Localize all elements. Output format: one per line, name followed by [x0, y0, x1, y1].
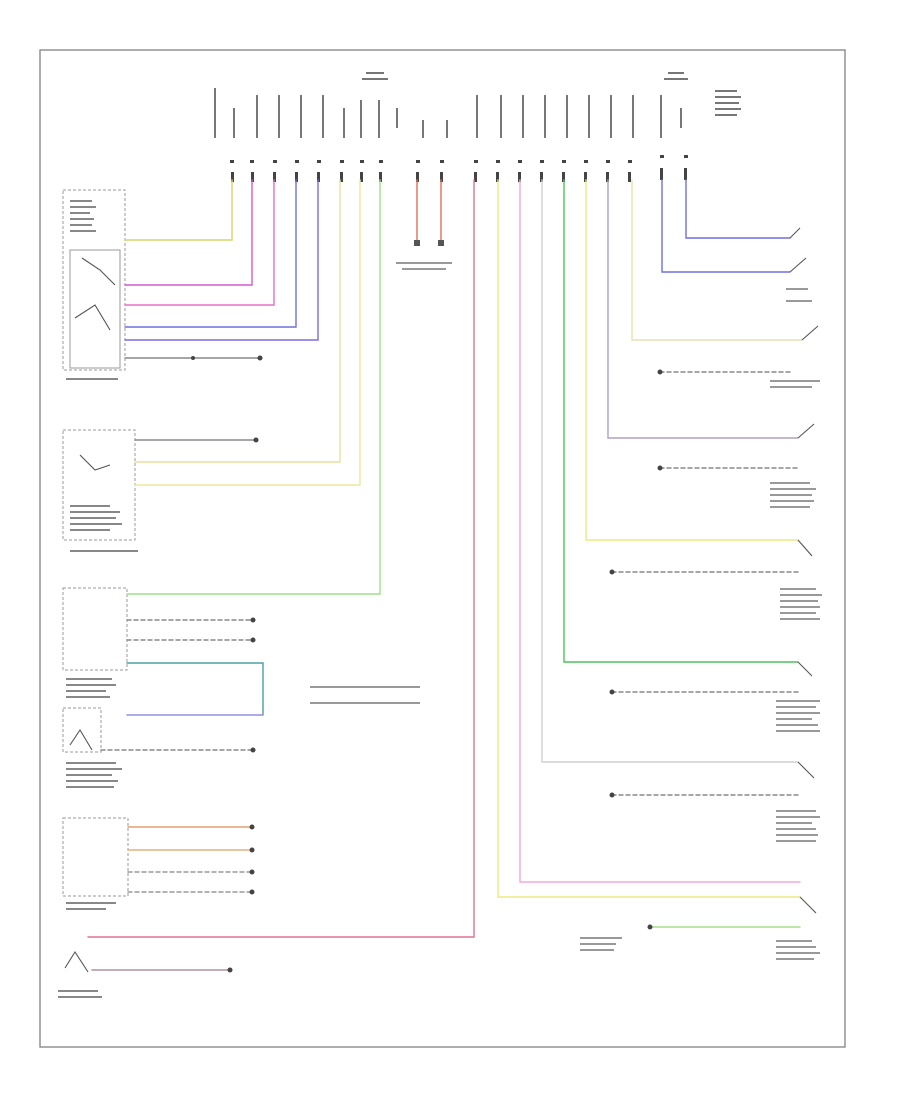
wire-yellow-right-2 [497, 179, 801, 898]
wire-green-1 [126, 179, 381, 595]
right-labels [580, 380, 822, 960]
wire-blue-2 [124, 179, 319, 341]
wire-teal-1 [126, 662, 264, 716]
instrument-cluster [62, 817, 255, 910]
headlamp-switch-wires [124, 179, 319, 361]
restraints-control-module [62, 587, 128, 698]
wire-pink-main [87, 179, 475, 938]
top-pin-markers [230, 155, 688, 182]
wire-magenta-1 [124, 179, 253, 286]
headlamp-switch [62, 189, 126, 380]
right-side-wires [497, 179, 819, 930]
wire-cream-1 [134, 179, 341, 463]
central-junction-connector [396, 179, 452, 270]
diagram-border [39, 49, 846, 1048]
passenger-seat-belt-switch [62, 707, 256, 788]
multifunction-switch-wires [134, 179, 361, 486]
wire-blue-right-1 [661, 179, 791, 273]
wire-blue-right-2 [685, 179, 791, 239]
wire-blue-1 [124, 179, 297, 328]
top-connector-labels [214, 72, 741, 138]
wire-pink-right [519, 179, 801, 883]
wire-cream-right [631, 179, 803, 341]
wire-magenta-2 [124, 179, 275, 306]
wire-green-right-2 [563, 179, 799, 663]
wire-cream-2 [134, 179, 361, 486]
wire-grey-right [541, 179, 799, 763]
wire-yellow-1 [124, 179, 233, 241]
parking-brake-switch [58, 179, 475, 998]
restraints-wires [126, 179, 420, 716]
wire-yellow-right [585, 179, 799, 541]
wire-green-right-1 [607, 179, 799, 439]
multifunction-switch [62, 429, 138, 552]
